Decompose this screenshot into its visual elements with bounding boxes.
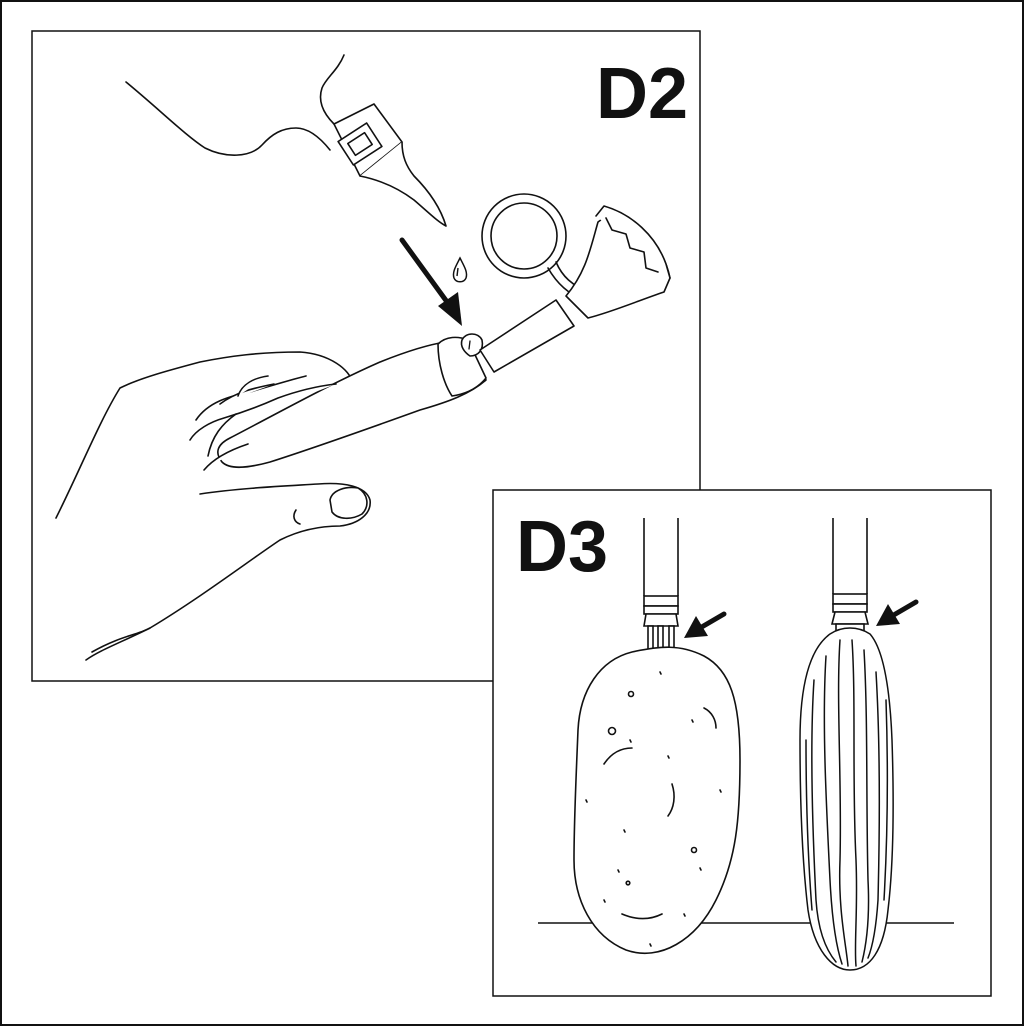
upper-hand [125,54,345,156]
panel-d2-label: D2 [596,54,688,134]
arrow-icon [876,599,919,626]
panel-d3: D3 [492,489,992,997]
fresh-potato [573,646,741,955]
panel-d3-label: D3 [516,507,608,587]
tool-body [55,193,671,661]
dried-potato [799,627,894,971]
oil-dropper [333,103,447,227]
arrow-icon [399,237,462,326]
tool-left [643,518,679,661]
arrow-icon [684,611,727,638]
panel-d2: D2 [31,30,701,682]
panel-d3-frame [492,489,992,997]
